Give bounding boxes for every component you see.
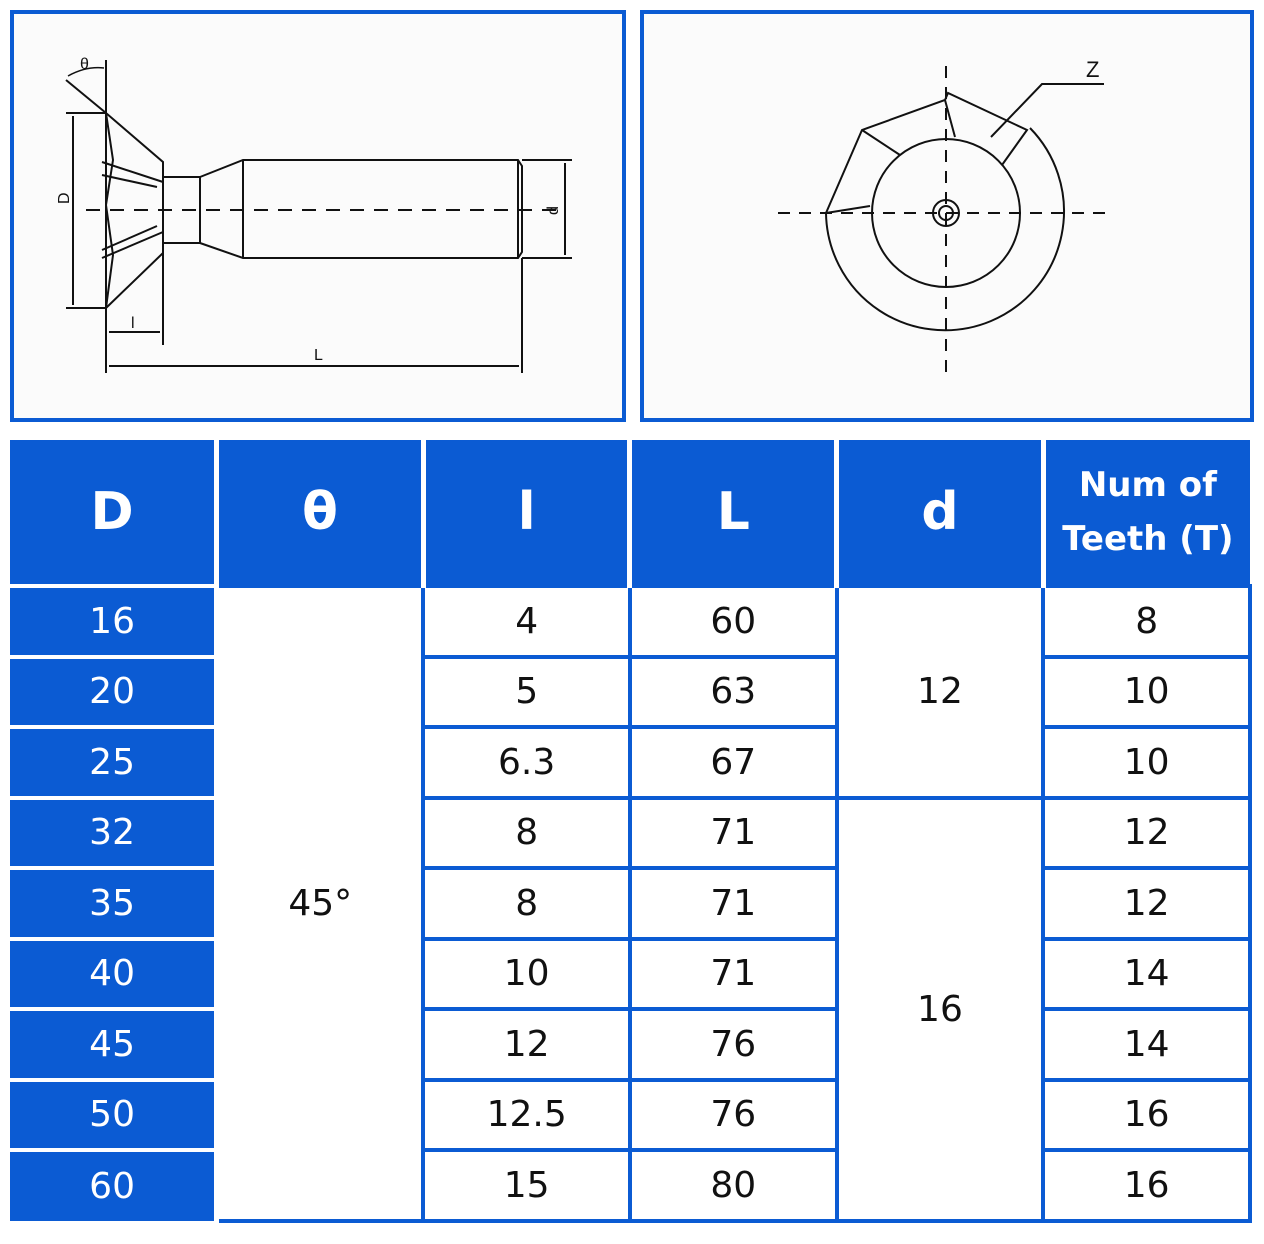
cell-l: 6.3 [421, 725, 632, 800]
cell-D: 25 [10, 725, 220, 798]
cell-l: 12.5 [421, 1077, 632, 1152]
cell-theta: 45° [214, 584, 426, 1223]
cell-l: 5 [421, 654, 632, 729]
cell-D: 40 [10, 936, 220, 1009]
cell-d: 16 [834, 795, 1046, 1223]
header-L: L [627, 440, 840, 586]
theta-label: θ [80, 56, 89, 73]
cell-L: 71 [627, 936, 839, 1011]
cell-teeth: 14 [1041, 936, 1252, 1011]
l-label: l [131, 315, 135, 332]
d-label: d [545, 206, 562, 215]
cell-teeth: 10 [1041, 654, 1252, 729]
cell-teeth: 16 [1041, 1077, 1252, 1152]
cell-L: 60 [627, 584, 839, 659]
cell-teeth: 10 [1041, 725, 1252, 800]
cell-L: 63 [627, 654, 839, 729]
header-l: l [420, 440, 633, 586]
D-label: D [56, 192, 73, 204]
cell-teeth: 12 [1041, 866, 1252, 941]
cell-teeth: 8 [1041, 584, 1252, 659]
cell-D: 45 [10, 1007, 220, 1080]
header-d: d [834, 440, 1046, 586]
cutter-side-view-drawing: θ D l L d [56, 56, 572, 373]
header-teeth: Num of Teeth (T) [1040, 440, 1250, 586]
cell-L: 71 [627, 795, 839, 870]
cell-L: 67 [627, 725, 839, 800]
cell-l: 8 [421, 866, 632, 941]
header-D: D [10, 440, 220, 586]
cell-L: 76 [627, 1007, 839, 1082]
cell-l: 4 [421, 584, 632, 659]
cell-l: 15 [421, 1148, 632, 1223]
cell-d: 12 [834, 584, 1046, 800]
cell-D: 35 [10, 866, 220, 939]
cell-D: 20 [10, 654, 220, 727]
cell-teeth: 14 [1041, 1007, 1252, 1082]
cell-l: 8 [421, 795, 632, 870]
z-label: Z [1086, 57, 1099, 82]
cell-D: 16 [10, 584, 220, 657]
cell-D: 32 [10, 795, 220, 868]
cell-L: 76 [627, 1077, 839, 1152]
end-view-diagram: Z [640, 10, 1254, 422]
cell-L: 71 [627, 866, 839, 941]
cell-D: 50 [10, 1077, 220, 1150]
side-view-diagram: θ D l L d [10, 10, 626, 422]
cell-L: 80 [627, 1148, 839, 1223]
L-label: L [314, 347, 323, 364]
cell-l: 12 [421, 1007, 632, 1082]
cell-l: 10 [421, 936, 632, 1011]
cell-teeth: 16 [1041, 1148, 1252, 1223]
cell-D: 60 [10, 1148, 220, 1221]
cutter-end-view-drawing: Z [778, 57, 1114, 372]
cell-teeth: 12 [1041, 795, 1252, 870]
header-theta: θ [214, 440, 426, 586]
